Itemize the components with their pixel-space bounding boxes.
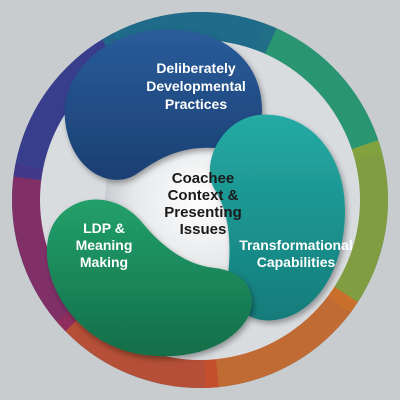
label-line: Making — [80, 254, 128, 270]
label-line: Meaning — [76, 237, 133, 253]
label-line: Practices — [165, 96, 227, 112]
lobe-top — [64, 29, 262, 180]
label-line: Presenting — [164, 204, 242, 221]
label-line: Transformational — [239, 237, 353, 253]
label-line: Context & — [168, 187, 239, 204]
label-line: Issues — [180, 221, 227, 238]
label-line: LDP & — [83, 220, 125, 236]
label-line: Coachee — [172, 170, 235, 187]
lobe-left — [46, 199, 252, 357]
label-line: Capabilities — [257, 254, 336, 270]
label-line: Developmental — [146, 78, 246, 94]
label-line: Deliberately — [156, 60, 236, 76]
lobe-right — [209, 114, 345, 321]
